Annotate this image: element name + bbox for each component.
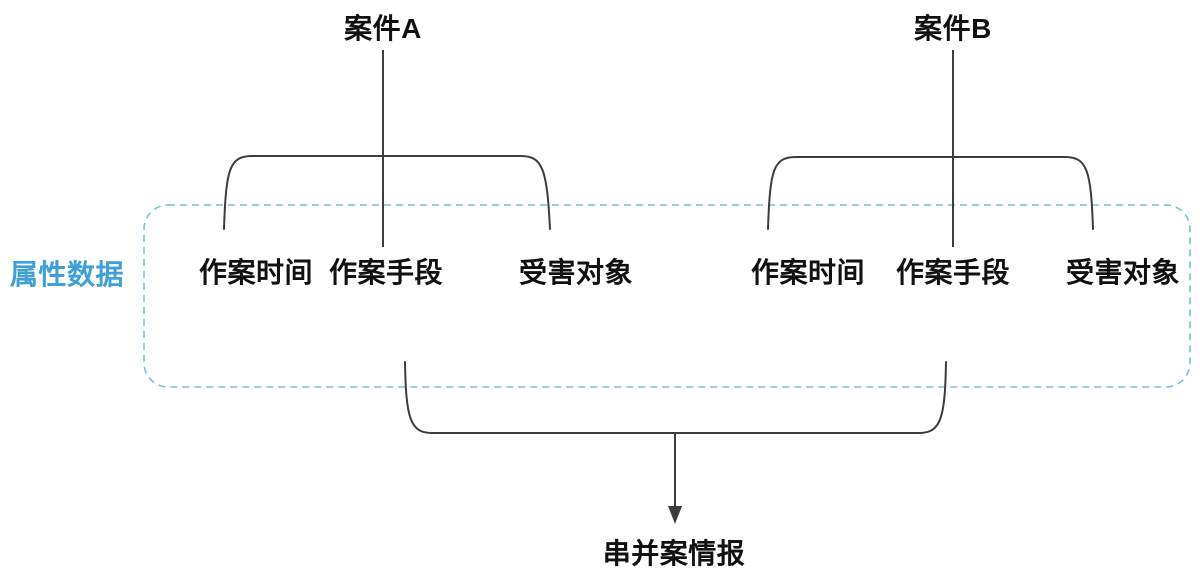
case-a-attribute-victim: 受害对象 xyxy=(518,257,634,288)
case-a-title: 案件A xyxy=(344,13,422,44)
attribute-region-label: 属性数据 xyxy=(10,259,125,290)
case-b-attribute-time: 作案时间 xyxy=(750,257,866,288)
case-b-attribute-method: 作案手段 xyxy=(895,257,1011,288)
merge-bracket xyxy=(404,361,947,434)
case-b-attribute-victim: 受害对象 xyxy=(1065,257,1181,288)
case-a-attribute-method: 作案手段 xyxy=(328,257,444,288)
case-a-bracket xyxy=(223,155,551,230)
case-b-bracket xyxy=(767,156,1094,230)
attribute-region-outline xyxy=(143,204,1191,388)
output-label: 串并案情报 xyxy=(602,538,746,569)
case-a-attribute-time: 作案时间 xyxy=(198,257,314,288)
arrow-down-icon xyxy=(668,506,682,524)
case-b-title: 案件B xyxy=(914,13,992,44)
